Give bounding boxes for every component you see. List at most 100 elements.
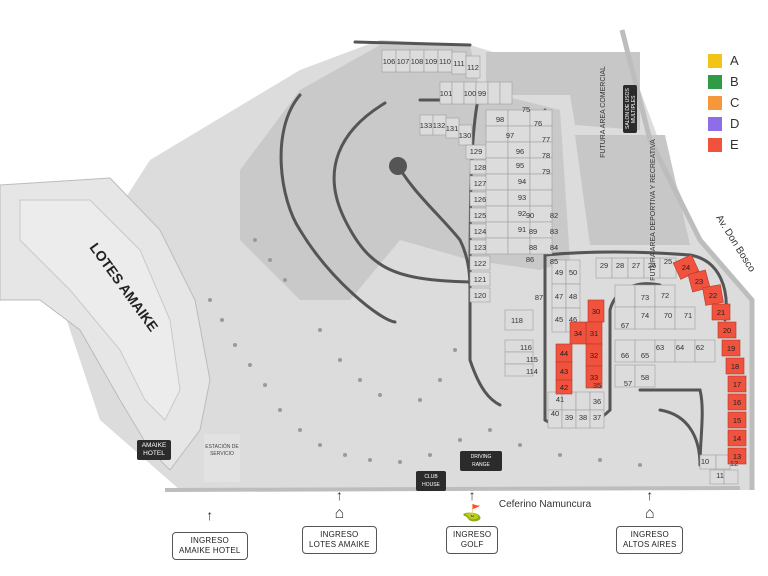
svg-text:89: 89 xyxy=(529,227,537,236)
svg-text:17: 17 xyxy=(733,380,741,389)
entrance-golf[interactable]: ↑ ⛳ INGRESO GOLF xyxy=(446,488,499,554)
svg-text:57: 57 xyxy=(624,379,632,388)
legend-swatch xyxy=(708,53,722,68)
futura-area-deportiva-label: FUTURA AREA DEPORTIVA Y RECREATIVA xyxy=(650,139,657,281)
svg-text:19: 19 xyxy=(727,344,735,353)
svg-text:48: 48 xyxy=(569,292,577,301)
svg-text:88: 88 xyxy=(529,243,537,252)
svg-text:121: 121 xyxy=(474,275,487,284)
svg-text:41: 41 xyxy=(556,395,564,404)
futura-area-comercial-shape xyxy=(486,52,640,130)
svg-text:93: 93 xyxy=(518,193,526,202)
svg-text:123: 123 xyxy=(474,243,487,252)
svg-text:125: 125 xyxy=(474,211,487,220)
svg-text:85: 85 xyxy=(550,257,558,266)
svg-text:62: 62 xyxy=(696,343,704,352)
entrance-label-box: INGRESO GOLF xyxy=(446,526,499,554)
svg-text:106: 106 xyxy=(383,57,396,66)
svg-text:21: 21 xyxy=(717,308,725,317)
entrance-label-box: INGRESO ALTOS AIRES xyxy=(616,526,684,554)
club-house-tag: CLUB HOUSE xyxy=(416,471,446,491)
legend-item: D xyxy=(708,113,760,134)
svg-text:84: 84 xyxy=(550,243,558,252)
entrance-lotes-amaike[interactable]: ↑ ⌂ INGRESO LOTES AMAIKE xyxy=(302,488,377,554)
svg-text:77: 77 xyxy=(542,135,550,144)
svg-text:99: 99 xyxy=(478,89,486,98)
svg-text:126: 126 xyxy=(474,195,487,204)
salon-usos-multiples-tag: SALON DE USOS MULTIPLES xyxy=(623,85,637,133)
svg-text:24: 24 xyxy=(682,263,690,272)
lot-grid xyxy=(381,49,739,485)
svg-text:132: 132 xyxy=(433,121,446,130)
svg-text:47: 47 xyxy=(555,292,563,301)
svg-text:31: 31 xyxy=(590,329,598,338)
svg-text:87: 87 xyxy=(535,293,543,302)
svg-text:72: 72 xyxy=(661,291,669,300)
svg-text:90: 90 xyxy=(526,211,534,220)
arrow-up-icon: ↑ xyxy=(646,487,654,503)
svg-text:97: 97 xyxy=(506,131,514,140)
futura-area-comercial-label: FUTURA AREA COMERCIAL xyxy=(600,66,607,158)
trees xyxy=(208,238,642,467)
svg-text:120: 120 xyxy=(474,291,487,300)
svg-text:118: 118 xyxy=(511,316,523,325)
svg-text:100: 100 xyxy=(464,89,477,98)
legend-label: D xyxy=(730,116,740,131)
entrance-amaike-hotel[interactable]: ↑ INGRESO AMAIKE HOTEL xyxy=(172,508,248,560)
svg-text:76: 76 xyxy=(534,119,542,128)
amaike-hotel-tag: AMAIKE HOTEL xyxy=(137,440,171,460)
svg-text:33: 33 xyxy=(590,373,598,382)
svg-text:58: 58 xyxy=(641,373,649,382)
svg-text:112: 112 xyxy=(467,63,479,72)
svg-text:25: 25 xyxy=(664,257,672,266)
svg-text:15: 15 xyxy=(733,416,741,425)
legend-swatch xyxy=(708,95,722,110)
svg-text:42: 42 xyxy=(560,383,568,392)
svg-text:20: 20 xyxy=(723,326,731,335)
entrance-label-box: INGRESO AMAIKE HOTEL xyxy=(172,532,248,560)
svg-text:18: 18 xyxy=(731,362,739,371)
legend-label: A xyxy=(730,53,739,68)
driving-range-tag: DRIVING RANGE xyxy=(460,451,502,471)
svg-text:122: 122 xyxy=(474,259,487,268)
arrow-up-icon: ↑ xyxy=(206,507,214,523)
svg-text:34: 34 xyxy=(574,329,582,338)
svg-text:10: 10 xyxy=(701,457,709,466)
svg-text:128: 128 xyxy=(474,163,487,172)
svg-text:65: 65 xyxy=(641,351,649,360)
svg-text:39: 39 xyxy=(565,413,573,422)
svg-text:30: 30 xyxy=(592,307,600,316)
legend-label: E xyxy=(730,137,739,152)
svg-text:28: 28 xyxy=(616,261,624,270)
legend-label: B xyxy=(730,74,739,89)
svg-text:43: 43 xyxy=(560,367,568,376)
svg-text:63: 63 xyxy=(656,343,664,352)
svg-text:22: 22 xyxy=(709,291,717,300)
svg-text:66: 66 xyxy=(621,351,629,360)
svg-text:92: 92 xyxy=(518,209,526,218)
legend-swatch xyxy=(708,116,722,131)
legend-item: B xyxy=(708,71,760,92)
svg-text:74: 74 xyxy=(641,311,649,320)
svg-text:107: 107 xyxy=(397,57,410,66)
svg-text:26: 26 xyxy=(648,261,656,270)
legend-item: E xyxy=(708,134,760,155)
entrance-altos-aires[interactable]: ↑ ⌂ INGRESO ALTOS AIRES xyxy=(616,487,684,554)
svg-text:109: 109 xyxy=(425,57,438,66)
svg-text:73: 73 xyxy=(641,293,649,302)
entrance-label-box: INGRESO LOTES AMAIKE xyxy=(302,526,377,554)
svg-text:114: 114 xyxy=(526,367,538,376)
arrow-up-icon: ↑ xyxy=(335,487,343,503)
svg-text:46: 46 xyxy=(569,315,577,324)
don-bosco-avenue xyxy=(619,29,755,490)
svg-text:124: 124 xyxy=(474,227,487,236)
legend-swatch xyxy=(708,137,722,152)
svg-text:38: 38 xyxy=(579,413,587,422)
lotes-amaike-inner xyxy=(19,199,181,421)
svg-text:94: 94 xyxy=(518,177,526,186)
svg-text:108: 108 xyxy=(411,57,424,66)
svg-text:111: 111 xyxy=(453,59,464,68)
